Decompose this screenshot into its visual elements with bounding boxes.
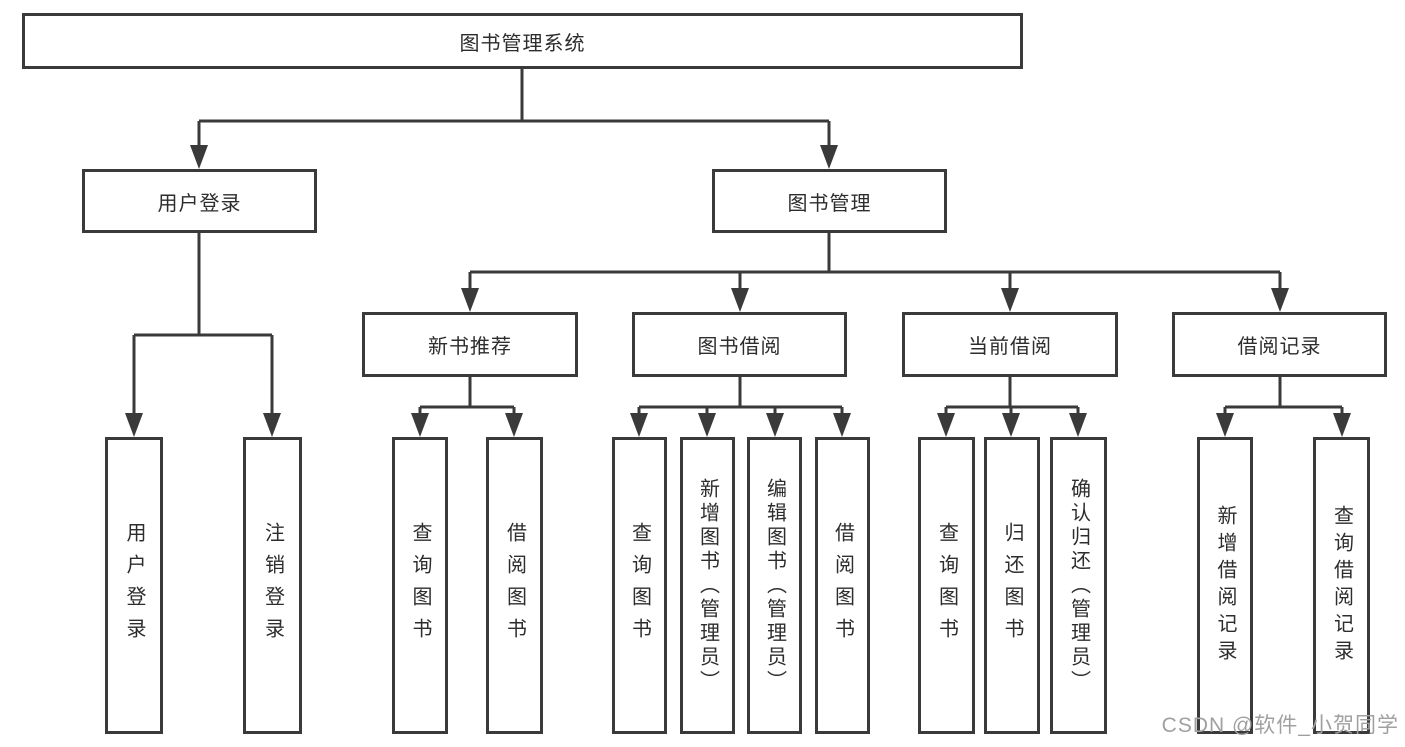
node-nb-query: 查询图书	[392, 437, 448, 734]
node-label: 当前借阅	[968, 336, 1052, 358]
arrowhead-icon	[263, 413, 281, 437]
node-nb-borrow: 借阅图书	[486, 437, 543, 734]
node-label: 用户登录	[157, 192, 242, 215]
arrowhead-icon	[766, 413, 784, 437]
node-label: 查询图书	[628, 521, 651, 650]
node-label: 注销登录	[261, 521, 284, 650]
node-borrow-records: 借阅记录	[1172, 312, 1387, 377]
node-label: 用户登录	[123, 521, 145, 650]
node-login-action: 用户登录	[105, 437, 163, 734]
node-label: 编辑图书（管理员）	[763, 477, 786, 694]
arrowhead-icon	[190, 145, 208, 169]
arrowhead-icon	[698, 413, 716, 437]
node-book-mgmt: 图书管理	[712, 169, 947, 233]
node-root: 图书管理系统	[22, 13, 1023, 69]
arrowhead-icon	[1333, 413, 1351, 437]
node-user-login: 用户登录	[82, 169, 317, 233]
arrowhead-icon	[411, 413, 429, 437]
arrowhead-icon	[630, 413, 648, 437]
arrowhead-icon	[1216, 413, 1234, 437]
arrowhead-icon	[1271, 288, 1289, 312]
node-cb-return: 归还图书	[984, 437, 1040, 734]
arrowhead-icon	[461, 288, 479, 312]
node-label: 图书借阅	[697, 336, 782, 358]
watermark-text: CSDN @软件_小贺同学	[1161, 714, 1399, 737]
arrowhead-icon	[833, 413, 851, 437]
arrowhead-icon	[820, 145, 838, 169]
node-label: 借阅图书	[831, 521, 854, 650]
node-logout-action: 注销登录	[243, 437, 302, 734]
node-label: 图书管理系统	[459, 32, 586, 55]
node-bb-edit: 编辑图书（管理员）	[747, 437, 802, 734]
node-current-borrow: 当前借阅	[902, 312, 1118, 377]
node-br-query: 查询借阅记录	[1313, 437, 1370, 734]
node-label: 图书管理	[787, 192, 872, 215]
node-bb-add: 新增图书（管理员）	[680, 437, 735, 734]
node-label: 查询借阅记录	[1330, 504, 1353, 667]
node-bb-query: 查询图书	[612, 437, 667, 734]
arrowhead-icon	[1002, 413, 1020, 437]
node-label: 查询图书	[409, 521, 431, 650]
arrowhead-icon	[125, 413, 143, 437]
node-book-borrow: 图书借阅	[632, 312, 847, 377]
node-label: 新增借阅记录	[1214, 504, 1236, 667]
node-br-add: 新增借阅记录	[1197, 437, 1253, 734]
arrowhead-icon	[731, 288, 749, 312]
node-cb-query: 查询图书	[918, 437, 975, 734]
arrowhead-icon	[937, 413, 955, 437]
node-cb-confirm: 确认归还（管理员）	[1050, 437, 1107, 734]
node-label: 新增图书（管理员）	[696, 477, 719, 694]
node-label: 借阅图书	[503, 521, 526, 650]
node-label: 新书推荐	[428, 336, 512, 358]
node-label: 借阅记录	[1237, 336, 1322, 358]
node-bb-borrow: 借阅图书	[815, 437, 870, 734]
node-label: 确认归还（管理员）	[1067, 477, 1090, 694]
arrowhead-icon	[1001, 288, 1019, 312]
node-label: 查询图书	[935, 521, 958, 650]
node-label: 归还图书	[1001, 521, 1023, 650]
arrowhead-icon	[505, 413, 523, 437]
arrowhead-icon	[1069, 413, 1087, 437]
node-new-books: 新书推荐	[362, 312, 578, 377]
